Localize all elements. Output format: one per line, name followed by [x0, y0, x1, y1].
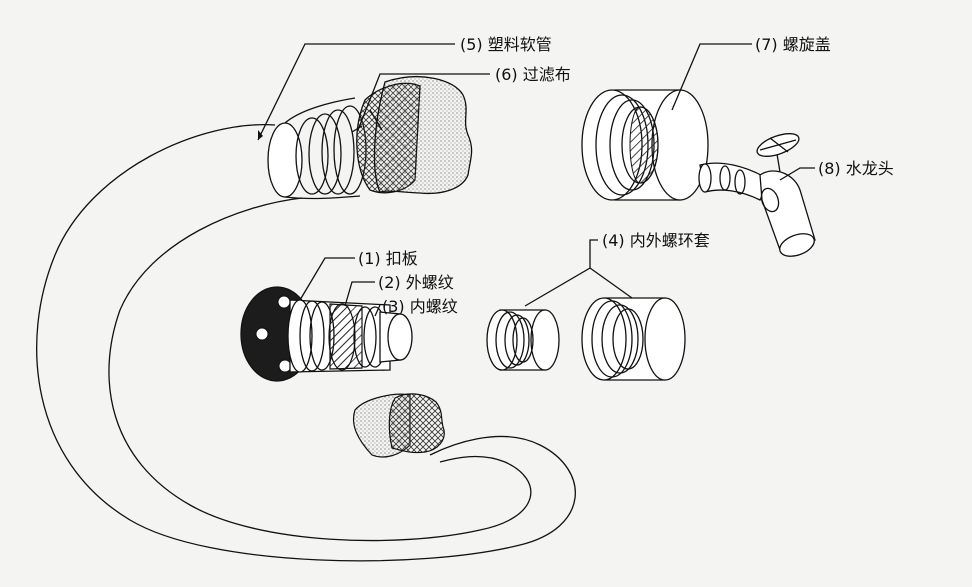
- leader-plate: [299, 257, 355, 301]
- faucet: [698, 133, 816, 257]
- label-outer-thread: (2) 外螺纹: [378, 273, 454, 292]
- leader-inner-thread: [374, 304, 381, 317]
- plastic-hose: [36, 76, 576, 562]
- plate-assembly: [240, 286, 413, 382]
- label-filter-cloth: (6) 过滤布: [495, 65, 571, 84]
- leader-lines: [257, 43, 815, 317]
- ring-sleeve: [486, 297, 686, 381]
- leader-faucet: [779, 167, 815, 181]
- hose-end-filter: [352, 393, 445, 458]
- label-screw-cap: (7) 螺旋盖: [755, 35, 831, 54]
- leader-filter: [357, 73, 490, 131]
- screw-cap: [581, 89, 709, 201]
- leader-cap: [671, 43, 752, 111]
- leader-ring-left: [524, 239, 598, 307]
- label-plate: (1) 扣板: [358, 249, 418, 268]
- label-ring-sleeve: (4) 内外螺环套: [602, 231, 710, 250]
- label-plastic-hose: (5) 塑料软管: [460, 35, 552, 54]
- leader-ring-right: [589, 267, 633, 299]
- leader-outer-thread: [344, 281, 375, 307]
- label-faucet: (8) 水龙头: [818, 159, 894, 178]
- label-inner-thread: (3) 内螺纹: [382, 297, 458, 316]
- leader-hose: [257, 43, 455, 141]
